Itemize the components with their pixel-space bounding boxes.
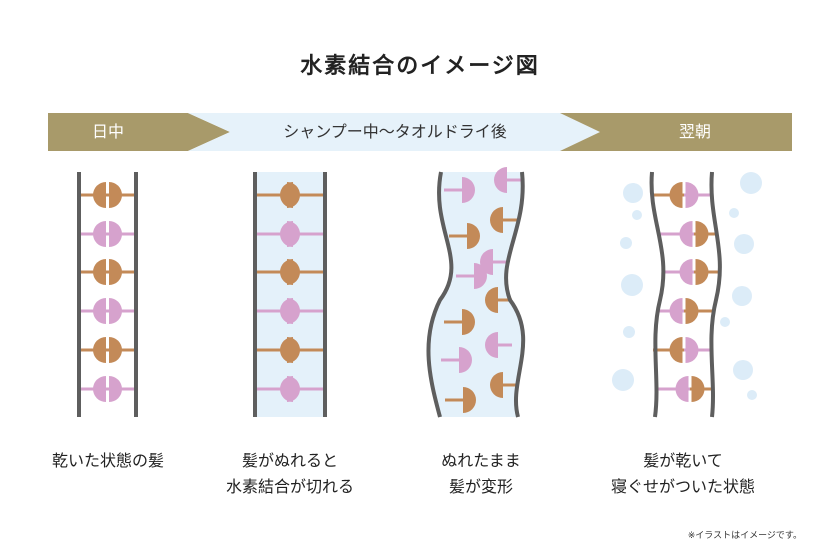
caption-deformed-hair: ぬれたまま 髪が変形	[381, 448, 581, 500]
caption-line: 髪が変形	[448, 477, 513, 496]
caption-bed-head: 髪が乾いて 寝ぐせがついた状態	[583, 448, 783, 500]
hair-strand-left	[426, 171, 454, 418]
page-title: 水素結合のイメージ図	[300, 54, 540, 79]
illustration-note: ※イラストはイメージです。	[687, 531, 802, 541]
water-background	[255, 172, 325, 417]
diagram-dry-hair	[77, 172, 138, 417]
next-morning-band	[560, 113, 792, 151]
brown-bond-icon	[445, 387, 476, 413]
mixed-bond-icon	[664, 259, 720, 285]
pink-bond-icon	[280, 221, 323, 247]
pink-bond-icon	[81, 298, 134, 324]
water-bubble-icon	[632, 210, 642, 220]
water-bubble-icon	[720, 317, 730, 327]
diagram-wet-hair	[253, 172, 327, 417]
caption-line: 髪が乾いて	[643, 451, 723, 470]
water-bubble-icon	[729, 208, 739, 218]
brown-bond-icon	[490, 207, 517, 233]
brown-bond-icon	[280, 337, 323, 363]
pink-bond-icon	[441, 347, 472, 373]
caption-line: 寝ぐせがついた状態	[610, 477, 755, 496]
pink-bond-icon	[480, 249, 507, 275]
pink-bond-icon	[444, 177, 475, 203]
pink-bond-icon	[280, 298, 323, 324]
diagram-deformed-hair	[426, 167, 526, 418]
daytime-band	[48, 113, 230, 151]
brown-bond-icon	[490, 372, 517, 398]
timeline-label-daytime: 日中	[91, 122, 124, 141]
diagram-bed-head	[612, 171, 762, 418]
water-bubble-icon	[623, 183, 643, 203]
brown-bond-icon	[280, 259, 323, 285]
water-bubble-icon	[740, 172, 762, 194]
caption-line: 水素結合が切れる	[225, 477, 354, 496]
mixed-bond-icon	[651, 182, 711, 208]
brown-bond-icon	[449, 223, 480, 249]
brown-bond-icon	[280, 182, 323, 208]
hair-strand-right	[709, 171, 722, 418]
brown-bond-icon	[81, 182, 134, 208]
water-bubble-icon	[733, 360, 753, 380]
timeline-label-next-morning: 翌朝	[678, 122, 711, 141]
caption-line: 乾いた状態の髪	[51, 451, 164, 470]
mixed-bond-icon	[660, 221, 718, 247]
pink-bond-icon	[280, 376, 323, 402]
caption-line: 髪がぬれると	[241, 451, 338, 470]
caption-line: ぬれたまま	[441, 451, 521, 470]
water-bubble-icon	[747, 390, 757, 400]
water-background	[428, 172, 524, 417]
pink-bond-icon	[485, 332, 512, 358]
caption-dry-hair: 乾いた状態の髪	[8, 448, 208, 474]
water-bubble-icon	[621, 274, 643, 296]
brown-bond-icon	[81, 337, 134, 363]
mixed-bond-icon	[656, 298, 712, 324]
pink-bond-icon	[81, 376, 134, 402]
water-bubble-icon	[620, 237, 632, 249]
caption-wet-hair: 髪がぬれると 水素結合が切れる	[190, 448, 390, 500]
shampoo-band	[188, 113, 600, 151]
hair-strand-right	[504, 171, 526, 418]
water-bubble-icon	[732, 286, 752, 306]
water-bubble-icon	[612, 369, 634, 391]
mixed-bond-icon	[653, 337, 713, 363]
brown-bond-icon	[81, 259, 134, 285]
pink-bond-icon	[81, 221, 134, 247]
pink-bond-icon	[494, 167, 521, 193]
water-bubble-icon	[623, 326, 635, 338]
water-bubble-icon	[734, 234, 754, 254]
mixed-bond-icon	[656, 376, 714, 402]
timeline-label-shampoo: シャンプー中〜タオルドライ後	[283, 122, 507, 141]
hair-strand-left	[649, 171, 666, 418]
brown-bond-icon	[444, 309, 475, 335]
